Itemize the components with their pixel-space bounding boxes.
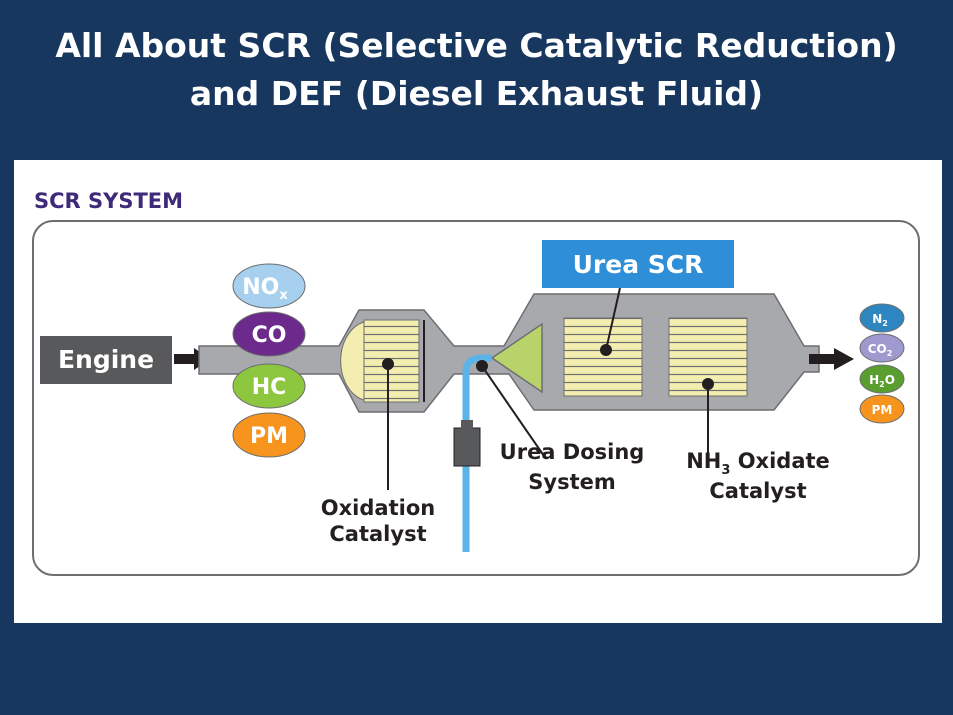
output-n2-main: N (872, 312, 882, 326)
input-nox: NOx (232, 263, 306, 309)
oxidation-catalyst-line1: Oxidation (321, 496, 435, 520)
input-co-label: CO (252, 323, 287, 348)
diagram-heading: SCR SYSTEM (34, 189, 183, 213)
output-pm: PM (859, 394, 905, 424)
output-arrow-icon (809, 348, 854, 370)
dosing-injector-cap (461, 420, 473, 430)
urea-dosing-line2: System (528, 470, 615, 494)
dosing-cone (490, 322, 543, 394)
engine-box: Engine (40, 336, 172, 384)
oxidation-catalyst-line2: Catalyst (329, 522, 426, 546)
urea-dosing-line1: Urea Dosing (500, 440, 645, 464)
system-frame (32, 220, 920, 576)
output-n2: N2 (859, 303, 905, 333)
svg-text:H2O: H2O (869, 373, 895, 389)
pointer-lines (382, 287, 714, 490)
oxidation-catalyst-label: Oxidation Catalyst (321, 496, 435, 546)
scr-catalyst-block (563, 317, 643, 397)
input-co: CO (232, 311, 306, 357)
input-hc: HC (232, 363, 306, 409)
nh3-catalyst-label: NH3 Oxidate Catalyst (686, 449, 830, 503)
title-line-2: and DEF (Diesel Exhaust Fluid) (189, 74, 764, 113)
engine-label: Engine (58, 345, 154, 374)
page-title: All About SCR (Selective Catalytic Reduc… (0, 22, 953, 118)
nh3-sub: 3 (721, 463, 730, 478)
output-emissions: N2 CO2 H2O PM (859, 303, 905, 424)
input-emissions: NOx CO HC PM (232, 263, 306, 458)
output-co2-sub: 2 (887, 349, 893, 358)
urea-dosing-label: Urea Dosing System (500, 440, 645, 494)
input-nox-main: NO (242, 275, 279, 300)
scr-diagram: SCR SYSTEM Engine (32, 189, 920, 576)
output-co2: CO2 (859, 333, 905, 363)
dosing-injector (453, 427, 481, 467)
input-pm-label: PM (250, 424, 288, 449)
svg-text:NH3 Oxidate: NH3 Oxidate (686, 449, 830, 478)
input-pm: PM (232, 412, 306, 458)
scr-diagram-panel: SCR SYSTEM Engine (14, 160, 942, 623)
nh3-suffix: Oxidate (730, 449, 829, 473)
nh3-prefix: NH (686, 449, 721, 473)
svg-text:N2: N2 (872, 312, 888, 328)
input-hc-label: HC (252, 375, 287, 400)
oxidation-catalyst-unit (340, 319, 425, 403)
input-nox-sub: x (279, 288, 288, 303)
output-n2-sub: 2 (882, 319, 888, 328)
urea-scr-label: Urea SCR (573, 250, 704, 279)
output-h2o: H2O (859, 364, 905, 394)
urea-dosing-tube (462, 354, 492, 552)
output-h2o-sub: 2 (879, 380, 885, 389)
output-h2o-tail: O (885, 373, 895, 387)
title-line-1: All About SCR (Selective Catalytic Reduc… (55, 26, 898, 65)
output-pm-label: PM (872, 403, 893, 417)
output-h2o-main: H (869, 373, 879, 387)
svg-text:NOx: NOx (242, 275, 288, 303)
output-co2-main: CO (868, 342, 887, 356)
urea-scr-box: Urea SCR (542, 240, 734, 288)
nh3-catalyst-line2: Catalyst (709, 479, 806, 503)
svg-text:CO2: CO2 (868, 342, 893, 358)
